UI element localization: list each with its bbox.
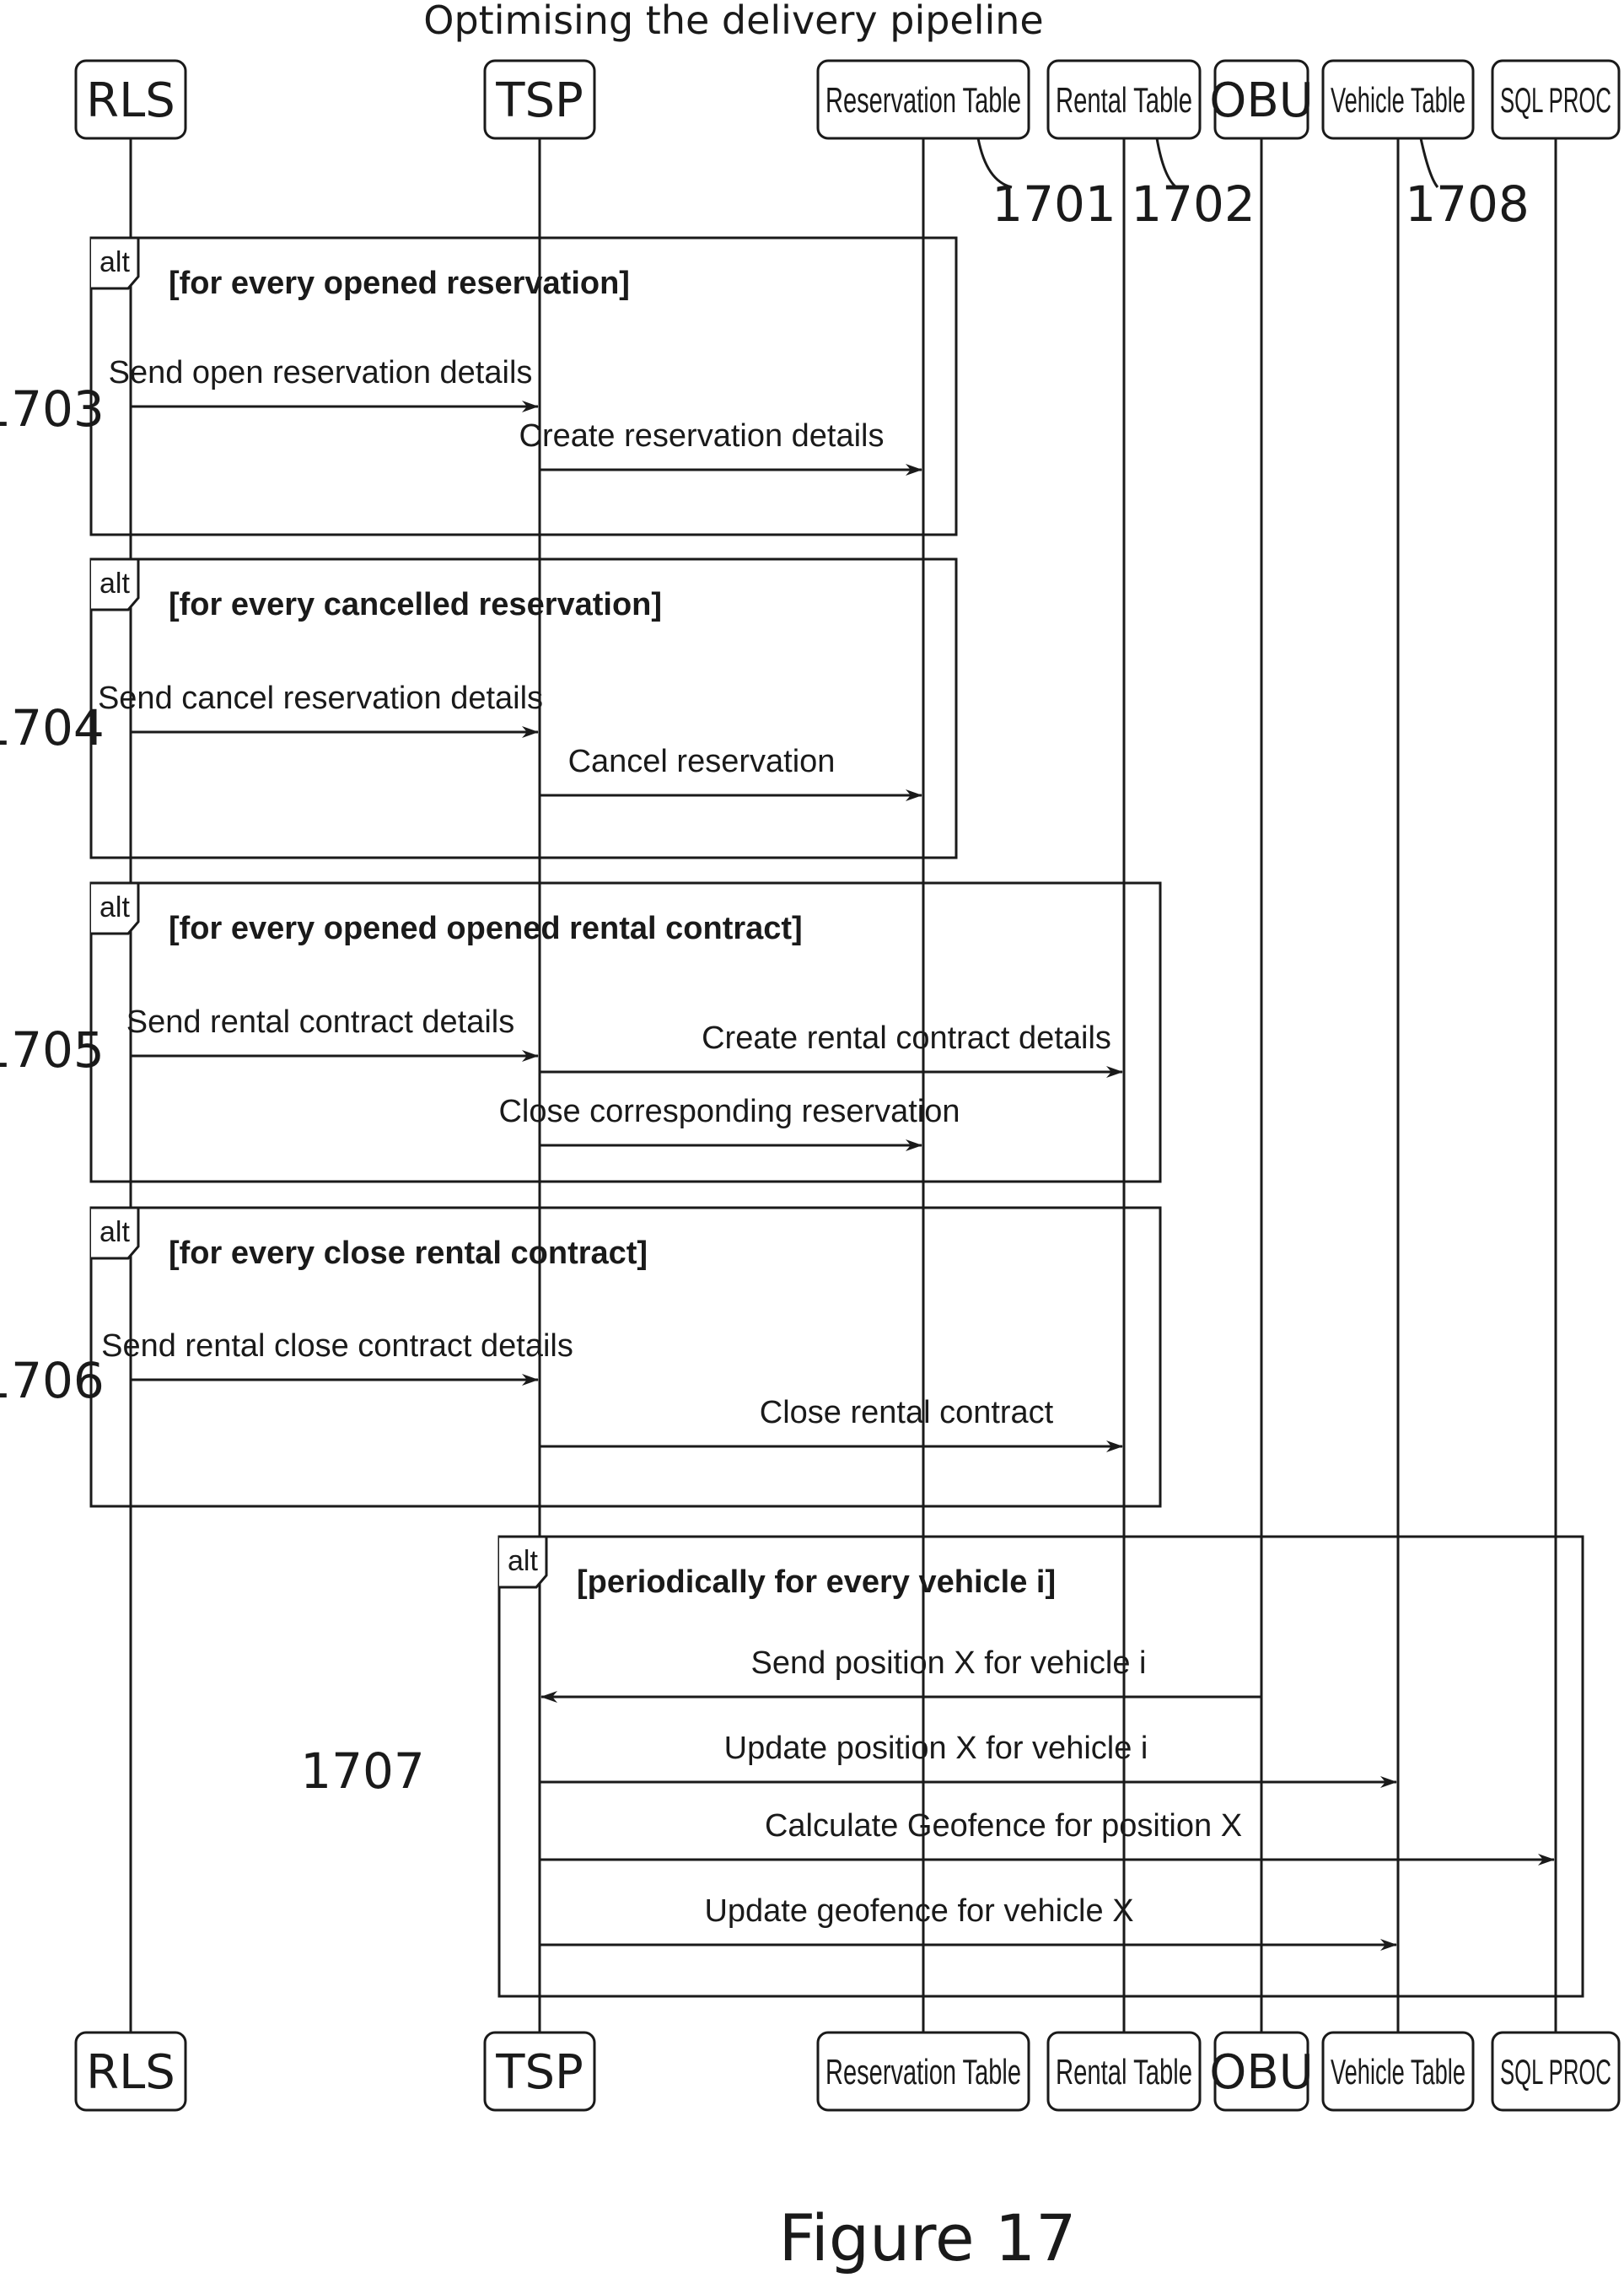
fragment-keyword: alt: [99, 246, 130, 278]
alt-fragment-1704: alt [for every cancelled reservation] 1704…: [0, 559, 956, 858]
alt-fragment-1706: alt [for every close rental contract] 1706…: [0, 1208, 1160, 1506]
message-label: Update geofence for vehicle X: [704, 1893, 1133, 1929]
message-label: Send position X for vehicle i: [751, 1645, 1147, 1681]
fragment-reference: 1703: [0, 380, 105, 438]
participant-label: TSP: [495, 2045, 583, 2100]
message-label: Send cancel reservation details: [98, 681, 543, 716]
message-tsp-to-vehicle: Update position X for vehicle i: [540, 1731, 1396, 1782]
message-label: Close corresponding reservation: [498, 1094, 960, 1129]
message-rls-to-tsp: Send rental close contract details: [101, 1328, 573, 1380]
fragment-reference: 1706: [0, 1352, 105, 1409]
fragment-guard: [periodically for every vehicle i]: [577, 1564, 1056, 1600]
message-label: Update position X for vehicle i: [724, 1731, 1148, 1766]
fragment-guard: [for every cancelled reservation]: [169, 587, 662, 622]
callout-1708: 1708: [1405, 138, 1530, 233]
participant-foot-reservation: Reservation Table: [818, 2033, 1029, 2110]
message-tsp-to-rental: Create rental contract details: [540, 1020, 1122, 1072]
participant-heads: RLS TSP Reservation Table Rental Table OBU Ve…: [76, 61, 1619, 138]
participant-foot-tsp: TSP: [485, 2033, 594, 2110]
message-label: Create reservation details: [519, 418, 885, 454]
fragment-guard: [for every close rental contract]: [169, 1236, 648, 1271]
message-rls-to-tsp: Send open reservation details: [109, 355, 538, 407]
participant-foot-rental: Rental Table: [1048, 2033, 1200, 2110]
participant-foot-obu: OBU: [1209, 2033, 1313, 2110]
participant-head-vehicle: Vehicle Table: [1323, 61, 1473, 138]
fragment-reference: 1707: [300, 1742, 425, 1800]
participant-feet: RLS TSP Reservation Table Rental Table OBU Ve…: [76, 2033, 1619, 2110]
fragment-keyword: alt: [508, 1545, 538, 1577]
participant-label: Rental Table: [1056, 80, 1192, 120]
participant-foot-sql: SQL PROC: [1492, 2033, 1619, 2110]
participant-foot-vehicle: Vehicle Table: [1323, 2033, 1473, 2110]
message-obu-to-tsp: Send position X for vehicle i: [541, 1645, 1261, 1697]
alt-fragments: alt[for every opened reservation]1703Sen…: [0, 238, 1583, 1996]
participant-head-obu: OBU: [1209, 61, 1313, 138]
message-tsp-to-reservation: Close corresponding reservation: [498, 1094, 960, 1145]
message-tsp-to-reservation: Cancel reservation: [540, 744, 922, 795]
message-label: Close rental contract: [760, 1395, 1054, 1430]
participant-label: Rental Table: [1056, 2052, 1192, 2092]
message-label: Send rental close contract details: [101, 1328, 573, 1364]
participant-foot-rls: RLS: [76, 2033, 186, 2110]
callout-number: 1701: [992, 175, 1116, 233]
callout-references: 1701 1702 1708: [978, 138, 1530, 233]
participant-head-rental: Rental Table: [1048, 61, 1200, 138]
message-label: Send open reservation details: [109, 355, 533, 390]
message-rls-to-tsp: Send rental contract details: [126, 1004, 538, 1056]
figure-label: Figure 17: [779, 2200, 1077, 2275]
callout-1701: 1701: [978, 138, 1116, 233]
diagram-title: Optimising the delivery pipeline: [423, 0, 1043, 43]
fragment-keyword: alt: [99, 891, 130, 923]
participant-head-sql: SQL PROC: [1492, 61, 1619, 138]
fragment-reference: 1704: [0, 699, 105, 757]
participant-head-rls: RLS: [76, 61, 186, 138]
participant-head-tsp: TSP: [485, 61, 594, 138]
message-tsp-to-sql: Calculate Geofence for position X: [540, 1808, 1554, 1860]
alt-fragment-1703: alt [for every opened reservation] 1703Sen…: [0, 238, 956, 535]
participant-head-reservation: Reservation Table: [818, 61, 1029, 138]
message-label: Send rental contract details: [126, 1004, 515, 1040]
fragment-reference: 1705: [0, 1021, 105, 1079]
participant-label: Vehicle Table: [1331, 2052, 1465, 2092]
participant-label: OBU: [1209, 2045, 1313, 2100]
participant-label: OBU: [1209, 73, 1313, 128]
message-tsp-to-rental: Close rental contract: [540, 1395, 1122, 1446]
fragment-keyword: alt: [99, 568, 130, 600]
message-tsp-to-vehicle: Update geofence for vehicle X: [540, 1893, 1396, 1945]
participant-label: Vehicle Table: [1331, 80, 1465, 120]
participant-label: Reservation Table: [825, 2052, 1021, 2092]
participant-label: RLS: [86, 73, 175, 128]
callout-1702: 1702: [1131, 138, 1256, 233]
callout-number: 1708: [1405, 175, 1530, 233]
participant-label: Reservation Table: [825, 80, 1021, 120]
message-label: Create rental contract details: [702, 1020, 1111, 1056]
message-tsp-to-reservation: Create reservation details: [519, 418, 922, 470]
message-label: Calculate Geofence for position X: [765, 1808, 1242, 1844]
message-rls-to-tsp: Send cancel reservation details: [98, 681, 543, 732]
fragment-guard: [for every opened reservation]: [169, 266, 630, 301]
fragment-keyword: alt: [99, 1216, 130, 1248]
participant-label: SQL PROC: [1500, 80, 1611, 120]
message-label: Cancel reservation: [568, 744, 836, 779]
participant-label: SQL PROC: [1500, 2052, 1611, 2092]
alt-fragment-1707: alt [periodically for every vehicle i] 170…: [300, 1537, 1583, 1996]
participant-label: TSP: [495, 73, 583, 128]
alt-fragment-1705: alt [for every opened opened rental contr…: [0, 883, 1160, 1182]
participant-label: RLS: [86, 2045, 175, 2100]
callout-number: 1702: [1131, 175, 1256, 233]
fragment-guard: [for every opened opened rental contract…: [169, 911, 803, 946]
